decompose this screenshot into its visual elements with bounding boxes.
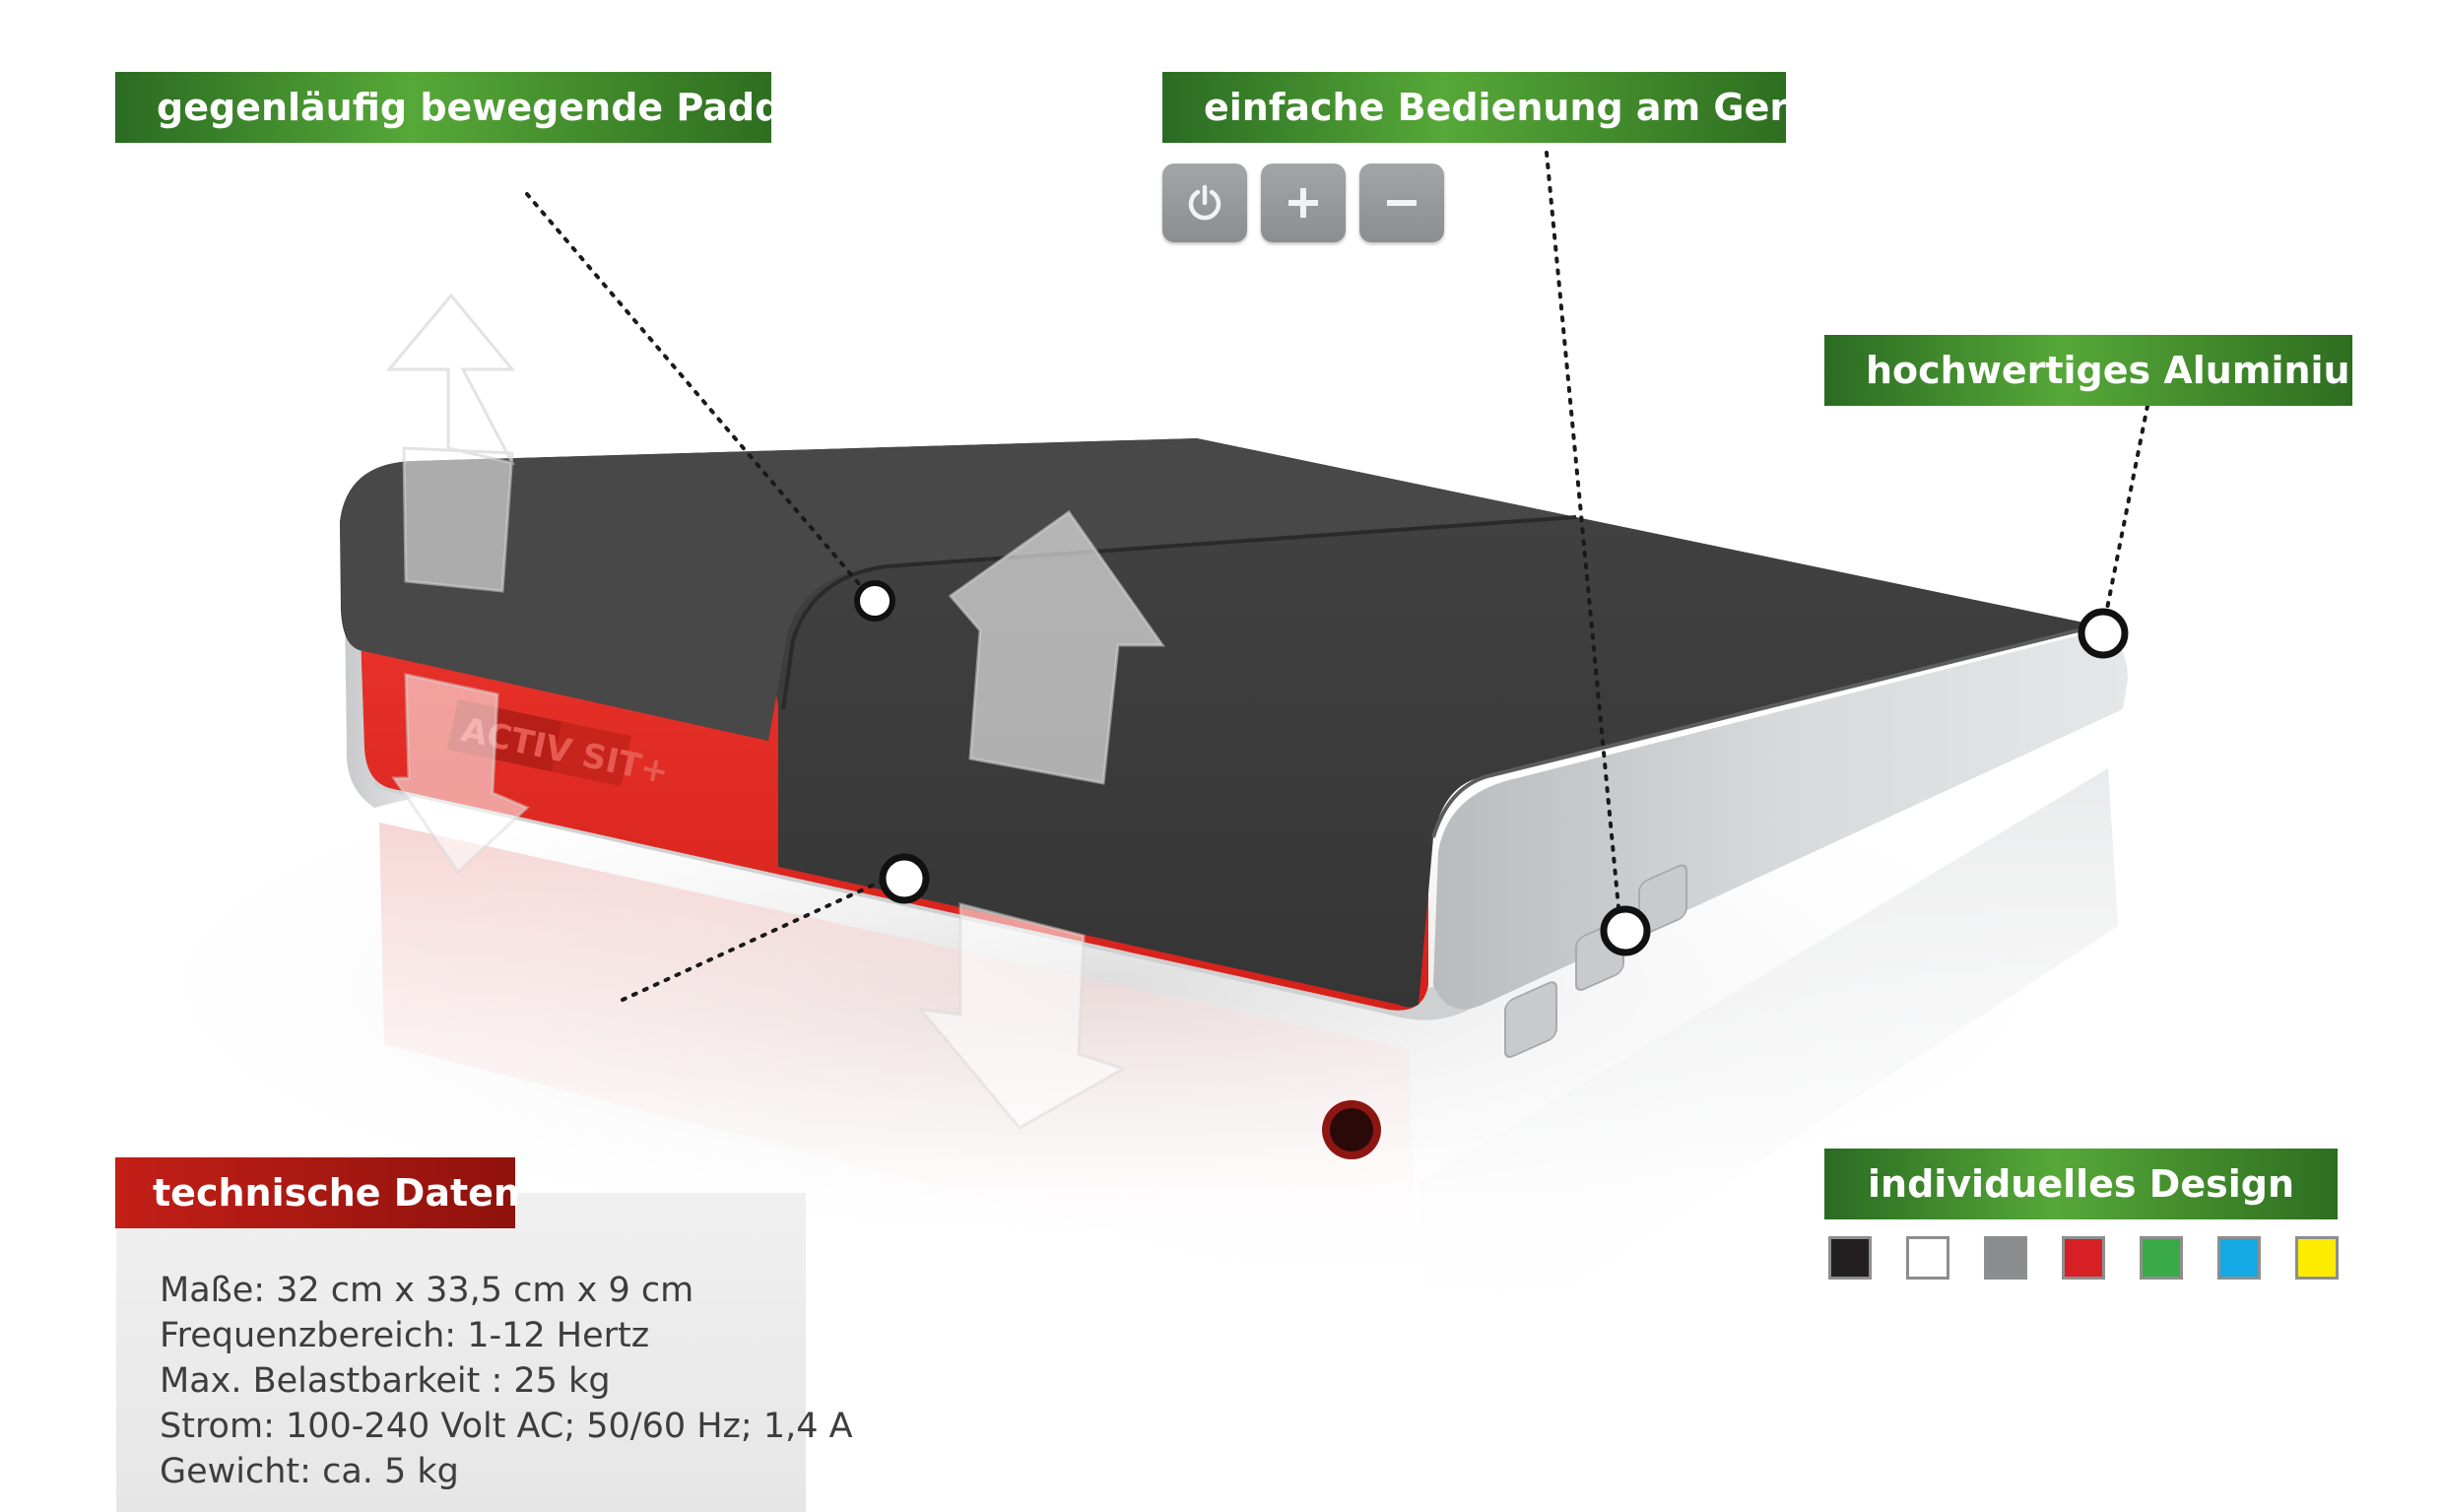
- swatch-red[interactable]: [2062, 1236, 2105, 1280]
- label-aluminium: hochwertiges Aluminium: [1824, 335, 2389, 406]
- label-controls: einfache Bedienung am Gerät: [1162, 72, 1831, 143]
- arrow-down-left: [391, 673, 530, 875]
- swatch-white[interactable]: [1906, 1236, 1949, 1280]
- aluminium-reflection: [1419, 768, 2118, 1379]
- swatch-blue[interactable]: [2217, 1236, 2261, 1280]
- marker-aluminium: [2078, 608, 2129, 659]
- minus-icon: [1387, 200, 1417, 206]
- marker-paddles: [854, 580, 895, 622]
- spec-weight: Gewicht: ca. 5 kg: [160, 1452, 459, 1491]
- top-edge-highlight: [1431, 624, 2099, 838]
- side-power-button: [1504, 981, 1557, 1058]
- spec-panel: [116, 1193, 806, 1512]
- leader-controls: [1545, 151, 1622, 930]
- leader-red: [621, 875, 893, 1002]
- arrow-up-right: [948, 509, 1165, 785]
- marker-controls: [1600, 905, 1651, 956]
- swatch-black[interactable]: [1828, 1236, 1872, 1280]
- paddle-seam: [781, 515, 1577, 710]
- specs-title: technische Daten: [115, 1157, 520, 1228]
- illustrated-minus-button: [1359, 164, 1444, 242]
- label-paddles: gegenläufig bewegende Paddel: [115, 72, 820, 143]
- illustrated-power-button: [1162, 164, 1247, 242]
- spec-dimensions: Maße: 32 cm x 33,5 cm x 9 cm: [160, 1271, 694, 1310]
- arrow-up-left: [385, 293, 516, 593]
- spec-max-load: Max. Belastbarkeit : 25 kg: [160, 1361, 611, 1401]
- plus-icon: [1288, 188, 1318, 218]
- label-design: individuelles Design: [1824, 1149, 2338, 1219]
- leader-aluminium: [2101, 404, 2149, 630]
- spec-frequency: Frequenzbereich: 1-12 Hertz: [160, 1316, 650, 1355]
- arrow-down-right: [917, 902, 1127, 1130]
- callout-markers: [854, 580, 2129, 956]
- swatch-yellow[interactable]: [2295, 1236, 2339, 1280]
- top-highlight: [340, 438, 1576, 741]
- illustrated-plus-button: [1261, 164, 1346, 242]
- spec-power: Strom: 100-240 Volt AC; 50/60 Hz; 1,4 A: [160, 1407, 853, 1446]
- marker-red-panel: [879, 853, 930, 904]
- swatch-green[interactable]: [2140, 1236, 2183, 1280]
- power-icon: [1188, 184, 1222, 221]
- red-reflection: [379, 822, 1419, 1310]
- swatch-grey[interactable]: [1984, 1236, 2027, 1280]
